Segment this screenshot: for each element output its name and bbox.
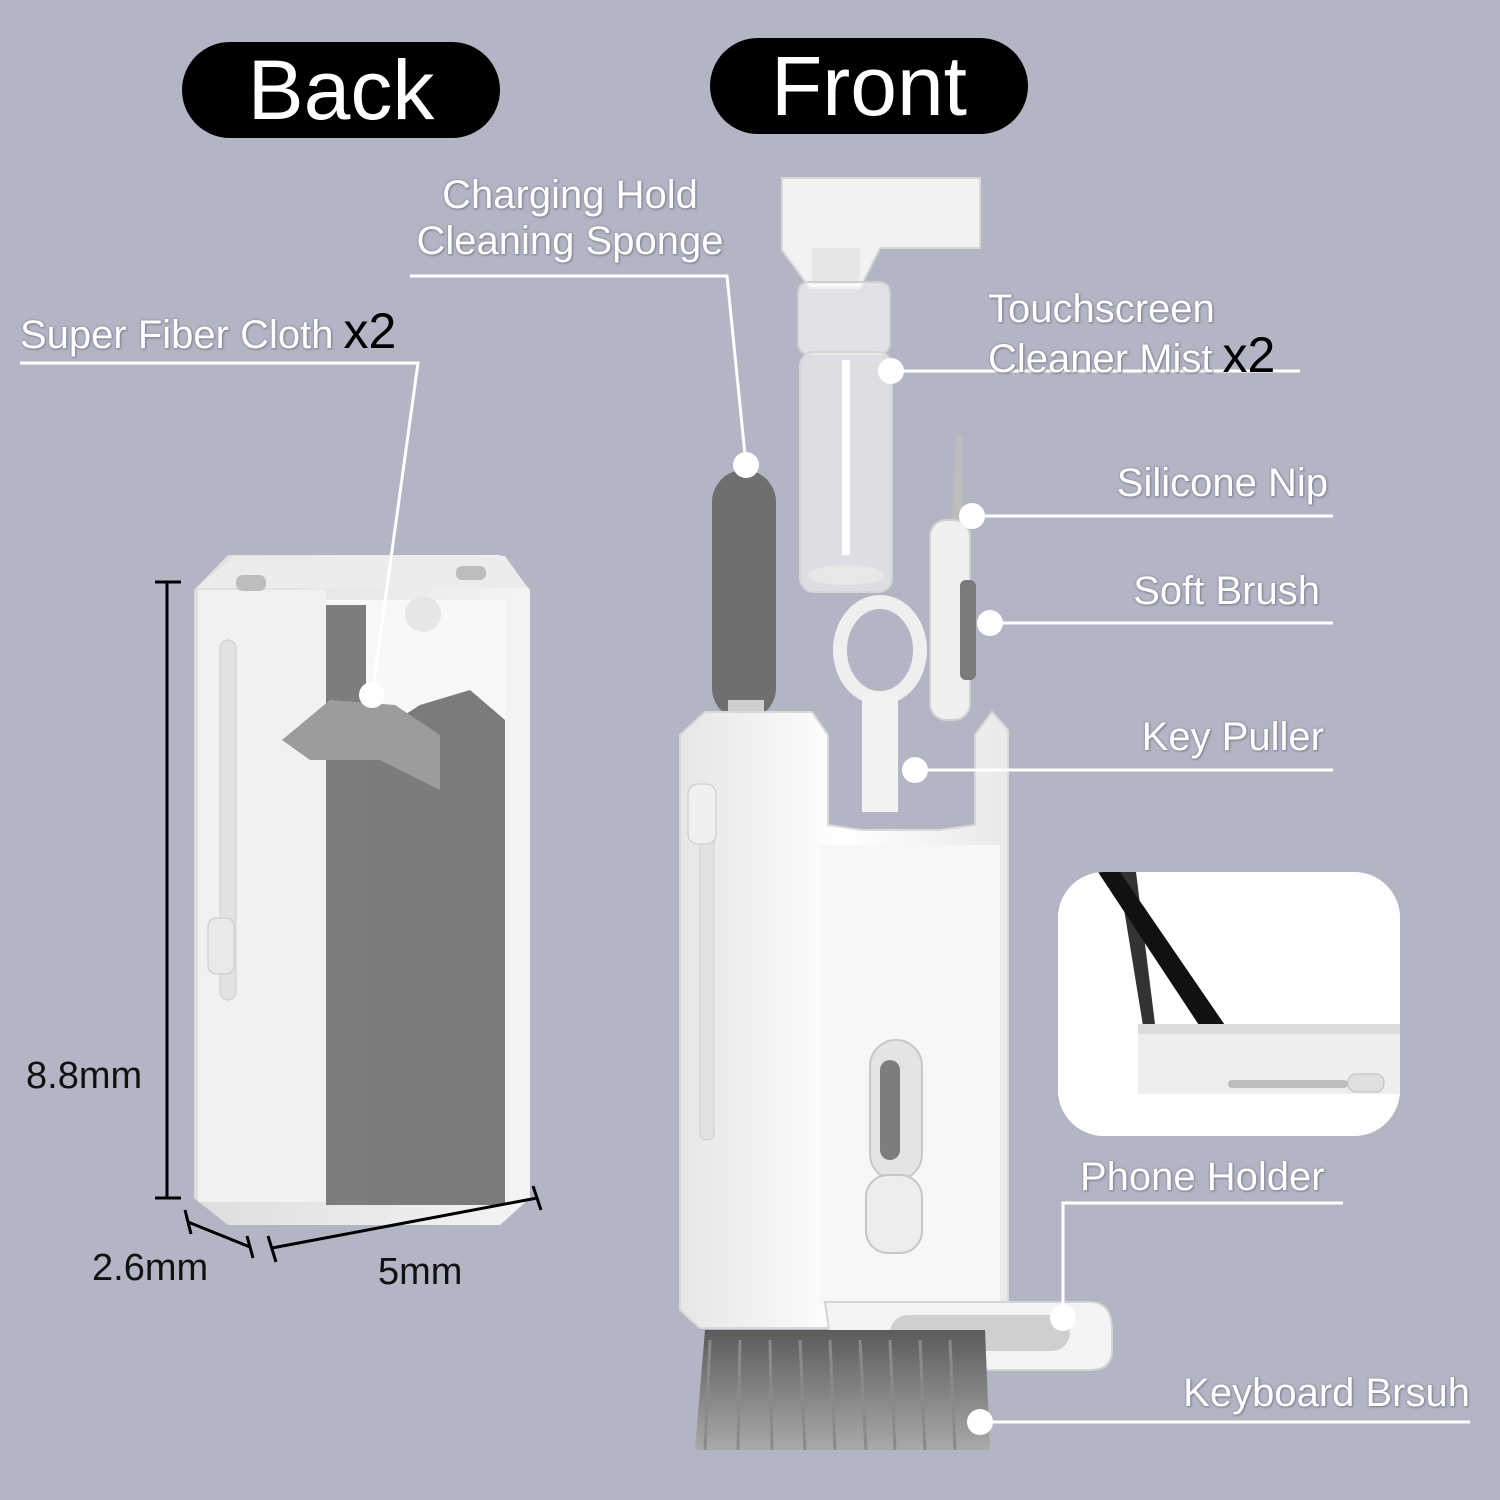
depth-dimension-label: 2.6mm [92, 1247, 209, 1289]
touchscreen-line2: Cleaner Mist [988, 337, 1213, 381]
keyboard-brush-drawing [695, 1330, 990, 1451]
leader-lines [20, 274, 1470, 1424]
height-dimension-label: 8.8mm [26, 1055, 143, 1097]
super-fiber-cloth-text: Super Fiber Cloth [20, 313, 334, 357]
soft-brush-label: Soft Brush [1133, 569, 1320, 613]
front-view-device [679, 710, 1009, 1329]
key-puller-label: Key Puller [1141, 715, 1324, 759]
phone-holder-inset [1058, 872, 1400, 1136]
inset-illustration [1058, 872, 1400, 1136]
cleaning-sponge-drawing [712, 470, 776, 750]
back-dimension-lines [155, 580, 543, 1263]
charging-sponge-line2: Cleaning Sponge [416, 219, 724, 263]
super-fiber-cloth-qty: x2 [343, 303, 397, 359]
nip-brush-drawing [929, 436, 976, 721]
back-view-device [194, 555, 530, 1225]
width-dimension-label: 5mm [378, 1251, 463, 1293]
touchscreen-line1: Touchscreen [988, 287, 1215, 331]
spray-bottle-drawing [781, 177, 981, 593]
keyboard-brush-label: Keyboard Brsuh [1183, 1371, 1470, 1415]
touchscreen-qty: x2 [1222, 327, 1276, 383]
key-puller-drawing [833, 595, 927, 812]
silicone-nip-label: Silicone Nip [1116, 461, 1328, 505]
front-heading: Front [710, 38, 1028, 134]
charging-sponge-line1: Charging Hold [442, 173, 698, 217]
back-heading: Back [182, 42, 500, 138]
charging-sponge-label: Charging Hold Cleaning Sponge [410, 172, 730, 264]
leader-dots [359, 358, 1076, 1435]
phone-holder-label: Phone Holder [1080, 1155, 1325, 1199]
